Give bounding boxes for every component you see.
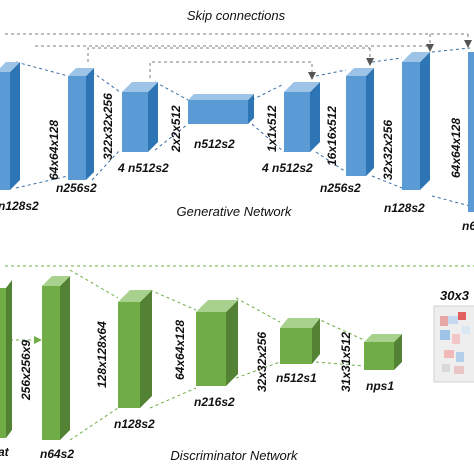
disc-d2-caption: n128s2 xyxy=(114,417,155,431)
disc-block-3 xyxy=(196,300,238,386)
disc-d3-dim: 64x64x128 xyxy=(173,320,187,380)
disc-left-caption: at xyxy=(0,445,10,459)
gen-b4-caption: 4 n512s2 xyxy=(261,161,313,175)
skip-connections-label: Skip connections xyxy=(187,8,286,23)
disc-block-1 xyxy=(42,276,70,440)
gen-b5-caption: n256s2 xyxy=(320,181,361,195)
gen-b4-dim: 1x1x512 xyxy=(265,105,279,152)
gen-b5-dim: 16x16x512 xyxy=(325,106,339,166)
disc-d3-caption: n216s2 xyxy=(194,395,235,409)
gen-block-1 xyxy=(68,68,94,180)
gen-b3-dim: 2x2x512 xyxy=(169,105,183,153)
output-patch-thumbnail: 30x3 xyxy=(433,288,474,383)
gen-block-4 xyxy=(284,82,320,152)
discriminator-network-title: Discriminator Network xyxy=(170,448,299,463)
gen-b7-dim: 64x64x128 xyxy=(449,118,463,178)
gen-block-right-partial xyxy=(468,52,474,212)
skip-line-inner xyxy=(149,61,316,80)
output-patch-label: 30x3 xyxy=(440,288,470,303)
generator-connectors xyxy=(15,47,471,207)
discriminator-labels: at 256x256x9 n64s2 128x128x64 n128s2 64x… xyxy=(0,320,394,463)
generator-blocks xyxy=(0,52,474,212)
disc-block-left-partial xyxy=(0,280,12,438)
gen-b6-dim: 32x32x256 xyxy=(381,120,395,180)
gen-bottleneck-block xyxy=(188,94,254,124)
disc-d4-dim: 32x32x256 xyxy=(255,332,269,392)
gen-b2-dim: 322x32x256 xyxy=(101,93,115,160)
generative-network-title: Generative Network xyxy=(177,204,293,219)
generator-labels: n128s2 64x64x128 322x32x256 n256s2 4 n51… xyxy=(0,93,474,233)
gen-right-caption: n6 xyxy=(462,219,474,233)
disc-block-4 xyxy=(280,318,320,364)
gen-block-2 xyxy=(122,82,158,152)
disc-d4-caption: n512s1 xyxy=(276,371,317,385)
gen-b3-caption: 4 n512s2 xyxy=(117,161,169,175)
disc-d5-caption: nps1 xyxy=(366,379,394,393)
disc-d0-dim: 256x256x9 xyxy=(19,340,33,401)
gen-block-left-partial xyxy=(0,62,20,190)
gen-bottleneck-caption: n512s2 xyxy=(194,137,235,151)
gen-block-5 xyxy=(346,68,374,176)
disc-d5-dim: 31x31x512 xyxy=(339,332,353,392)
discriminator-blocks xyxy=(0,276,402,440)
gen-left-caption: n128s2 xyxy=(0,199,39,213)
disc-d1-caption: n64s2 xyxy=(40,447,74,461)
gen-block-6 xyxy=(402,52,430,190)
gen-b1-dim: 64x64x128 xyxy=(47,120,61,180)
disc-d2-dim: 128x128x64 xyxy=(95,321,109,388)
skip-line-mid2 xyxy=(87,47,370,62)
skip-connections: Skip connections xyxy=(5,8,472,80)
gen-b2-caption: n256s2 xyxy=(56,181,97,195)
gen-b6-caption: n128s2 xyxy=(384,201,425,215)
discriminator-connectors xyxy=(5,265,474,441)
disc-block-2 xyxy=(118,290,152,408)
disc-block-5 xyxy=(364,334,402,370)
